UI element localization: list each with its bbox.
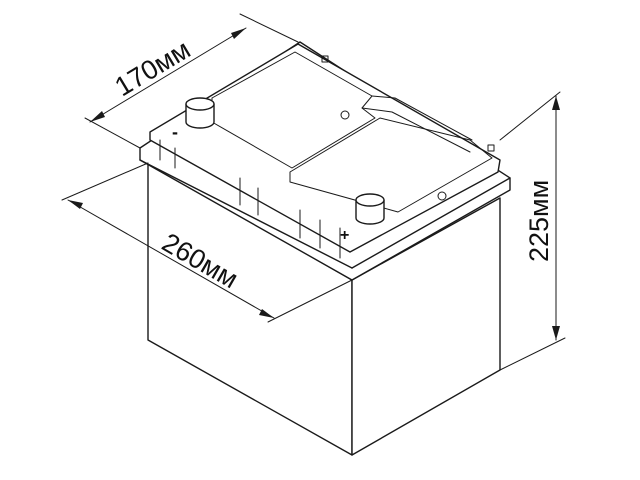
lid-edge-right <box>351 177 511 269</box>
depth-arrow-end <box>231 28 246 39</box>
negative-post-top <box>185 97 215 111</box>
length-dimension-line <box>67 199 275 319</box>
positive-post-body <box>355 199 385 225</box>
depth-label: 170мм <box>110 34 196 102</box>
dimension-height: 225мм <box>499 91 566 371</box>
lid-edge-front <box>139 159 353 269</box>
depth-dimension-line <box>89 27 247 123</box>
height-label: 225мм <box>524 180 554 262</box>
negative-sign: - <box>172 122 178 142</box>
battery-lid <box>149 43 501 259</box>
depth-extension-line-1 <box>84 117 141 149</box>
lid-clip-1 <box>321 55 329 63</box>
height-extension-line-1 <box>499 91 561 141</box>
length-extension-line-1 <box>61 162 149 201</box>
lid-cover-right <box>289 117 493 213</box>
negative-post-body <box>185 103 215 129</box>
depth-arrow-start <box>90 111 105 122</box>
length-extension-line-2 <box>267 279 353 323</box>
positive-post-top <box>355 193 385 207</box>
lid-cover-left <box>211 51 376 169</box>
lid-front-ribs <box>159 139 341 259</box>
depth-extension-line-2 <box>239 13 299 43</box>
height-arrow-start <box>552 96 560 110</box>
lid-groove-1 <box>371 95 473 141</box>
vent-plug-1 <box>340 110 350 120</box>
vent-plug-2 <box>437 191 447 201</box>
length-arrow-end <box>259 309 274 318</box>
negative-terminal: - <box>172 97 215 142</box>
positive-sign: + <box>340 227 349 244</box>
height-extension-line-2 <box>499 337 566 371</box>
lid-clip-2 <box>487 144 495 152</box>
length-arrow-start <box>68 200 83 209</box>
height-arrow-end <box>552 326 560 340</box>
lid-groove-2 <box>361 107 471 153</box>
positive-terminal: + <box>340 193 385 244</box>
